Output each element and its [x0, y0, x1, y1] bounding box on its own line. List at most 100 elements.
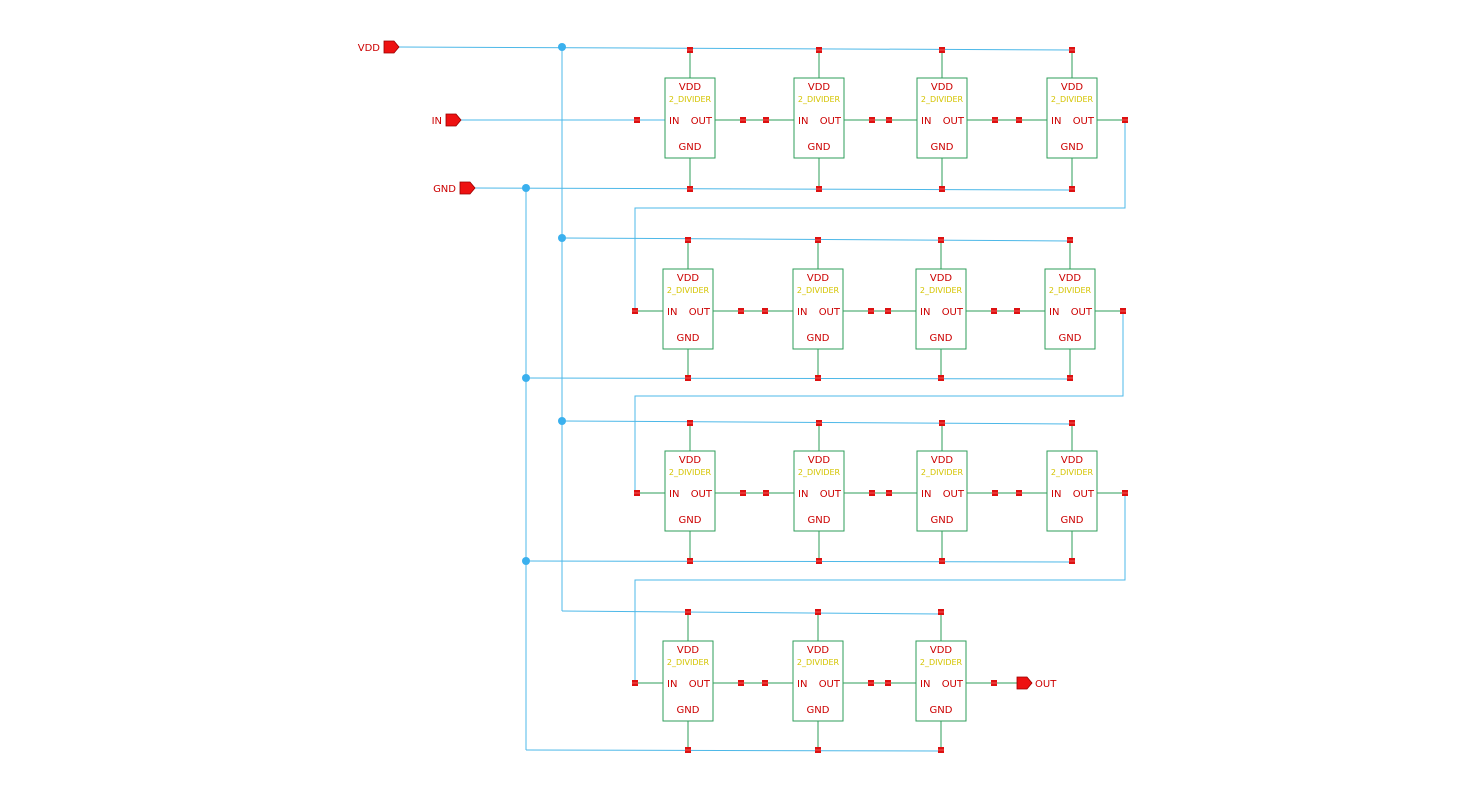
block-out-label: OUT [943, 116, 965, 127]
block-cell-name: 2_DIVIDER [667, 658, 710, 667]
divider-block[interactable] [792, 240, 844, 378]
divider-block-body [792, 268, 844, 350]
block-cell-name: 2_DIVIDER [921, 468, 964, 477]
row-carry-wire [634, 493, 1126, 683]
in-port-flag [445, 113, 462, 127]
block-vdd-label: VDD [930, 273, 953, 284]
block-gnd-label: GND [930, 705, 953, 716]
divider-block[interactable] [664, 50, 716, 189]
divider-block[interactable] [916, 50, 968, 189]
divider-block[interactable] [915, 612, 967, 750]
in-port[interactable]: IN [432, 113, 462, 127]
gnd-port-label: GND [433, 184, 456, 195]
divider-block[interactable] [915, 240, 967, 378]
divider-block[interactable] [792, 612, 844, 750]
ports-layer: VDD IN GND OUT [358, 40, 1057, 690]
block-gnd-label: GND [930, 333, 953, 344]
divider-block-body [792, 640, 844, 722]
divider-block[interactable] [662, 612, 714, 750]
block-gnd-label: GND [1059, 333, 1082, 344]
block-vdd-label: VDD [930, 645, 953, 656]
divider-block-body [916, 450, 968, 532]
block-cell-name: 2_DIVIDER [1051, 468, 1094, 477]
vdd-rail [397, 46, 1073, 51]
divider-block[interactable] [664, 423, 716, 561]
block-out-label: OUT [820, 489, 842, 500]
block-out-label: OUT [819, 679, 841, 690]
divider-block[interactable] [1046, 423, 1098, 561]
block-out-label: OUT [1073, 489, 1095, 500]
vdd-port[interactable]: VDD [358, 40, 400, 54]
block-cell-name: 2_DIVIDER [1051, 95, 1094, 104]
block-gnd-label: GND [931, 142, 954, 153]
block-cell-name: 2_DIVIDER [920, 286, 963, 295]
block-in-label: IN [797, 307, 807, 318]
block-vdd-label: VDD [677, 273, 700, 284]
divider-block-body [793, 77, 845, 159]
wires-layer [397, 46, 1126, 752]
block-out-label: OUT [942, 307, 964, 318]
block-in-label: IN [669, 489, 679, 500]
out-port-flag [1016, 676, 1033, 690]
block-cell-name: 2_DIVIDER [797, 286, 840, 295]
block-out-label: OUT [691, 116, 713, 127]
divider-block-body [1046, 77, 1098, 159]
divider-block-body [664, 450, 716, 532]
block-out-label: OUT [819, 307, 841, 318]
block-in-label: IN [667, 307, 677, 318]
block-gnd-label: GND [931, 515, 954, 526]
divider-block[interactable] [662, 240, 714, 378]
block-out-label: OUT [1071, 307, 1093, 318]
junction-dot [522, 184, 530, 192]
divider-block[interactable] [916, 423, 968, 561]
block-in-label: IN [798, 489, 808, 500]
divider-block-body [915, 268, 967, 350]
divider-block[interactable] [793, 423, 845, 561]
block-cell-name: 2_DIVIDER [920, 658, 963, 667]
block-in-label: IN [921, 116, 931, 127]
divider-block[interactable] [1046, 50, 1098, 189]
vdd-rail [561, 610, 942, 615]
block-out-label: OUT [689, 679, 711, 690]
junction-dot [522, 374, 530, 382]
gnd-port[interactable]: GND [433, 181, 476, 195]
block-gnd-label: GND [679, 142, 702, 153]
divider-block-body [664, 77, 716, 159]
block-cell-name: 2_DIVIDER [669, 95, 712, 104]
blocks-layer: VDD 2_DIVIDER IN OUT GND VDD 2_DIVIDER IN OUT GND… [662, 50, 1098, 750]
block-gnd-label: GND [679, 515, 702, 526]
block-gnd-label: GND [677, 333, 700, 344]
block-cell-name: 2_DIVIDER [669, 468, 712, 477]
block-out-label: OUT [689, 307, 711, 318]
divider-block-body [916, 77, 968, 159]
markers-layer [522, 43, 1128, 753]
block-gnd-label: GND [1061, 515, 1084, 526]
block-gnd-label: GND [1061, 142, 1084, 153]
row-carry-wire [634, 120, 1126, 311]
block-in-label: IN [1051, 116, 1061, 127]
block-in-label: IN [1051, 489, 1061, 500]
divider-block[interactable] [793, 50, 845, 189]
divider-block[interactable] [1044, 240, 1096, 378]
divider-block-body [662, 640, 714, 722]
block-vdd-label: VDD [931, 455, 954, 466]
block-vdd-label: VDD [1059, 273, 1082, 284]
block-out-label: OUT [691, 489, 713, 500]
block-vdd-label: VDD [931, 82, 954, 93]
block-cell-name: 2_DIVIDER [797, 658, 840, 667]
block-vdd-label: VDD [677, 645, 700, 656]
block-in-label: IN [920, 679, 930, 690]
block-in-label: IN [921, 489, 931, 500]
block-out-label: OUT [942, 679, 964, 690]
junction-dot [558, 234, 566, 242]
gnd-rail [525, 560, 1073, 563]
junction-dot [558, 417, 566, 425]
block-gnd-label: GND [677, 705, 700, 716]
junction-dot [558, 43, 566, 51]
block-vdd-label: VDD [1061, 455, 1084, 466]
vdd-port-flag [383, 40, 400, 54]
gnd-rail [525, 377, 1071, 380]
out-port[interactable]: OUT [1016, 676, 1057, 690]
block-in-label: IN [798, 116, 808, 127]
